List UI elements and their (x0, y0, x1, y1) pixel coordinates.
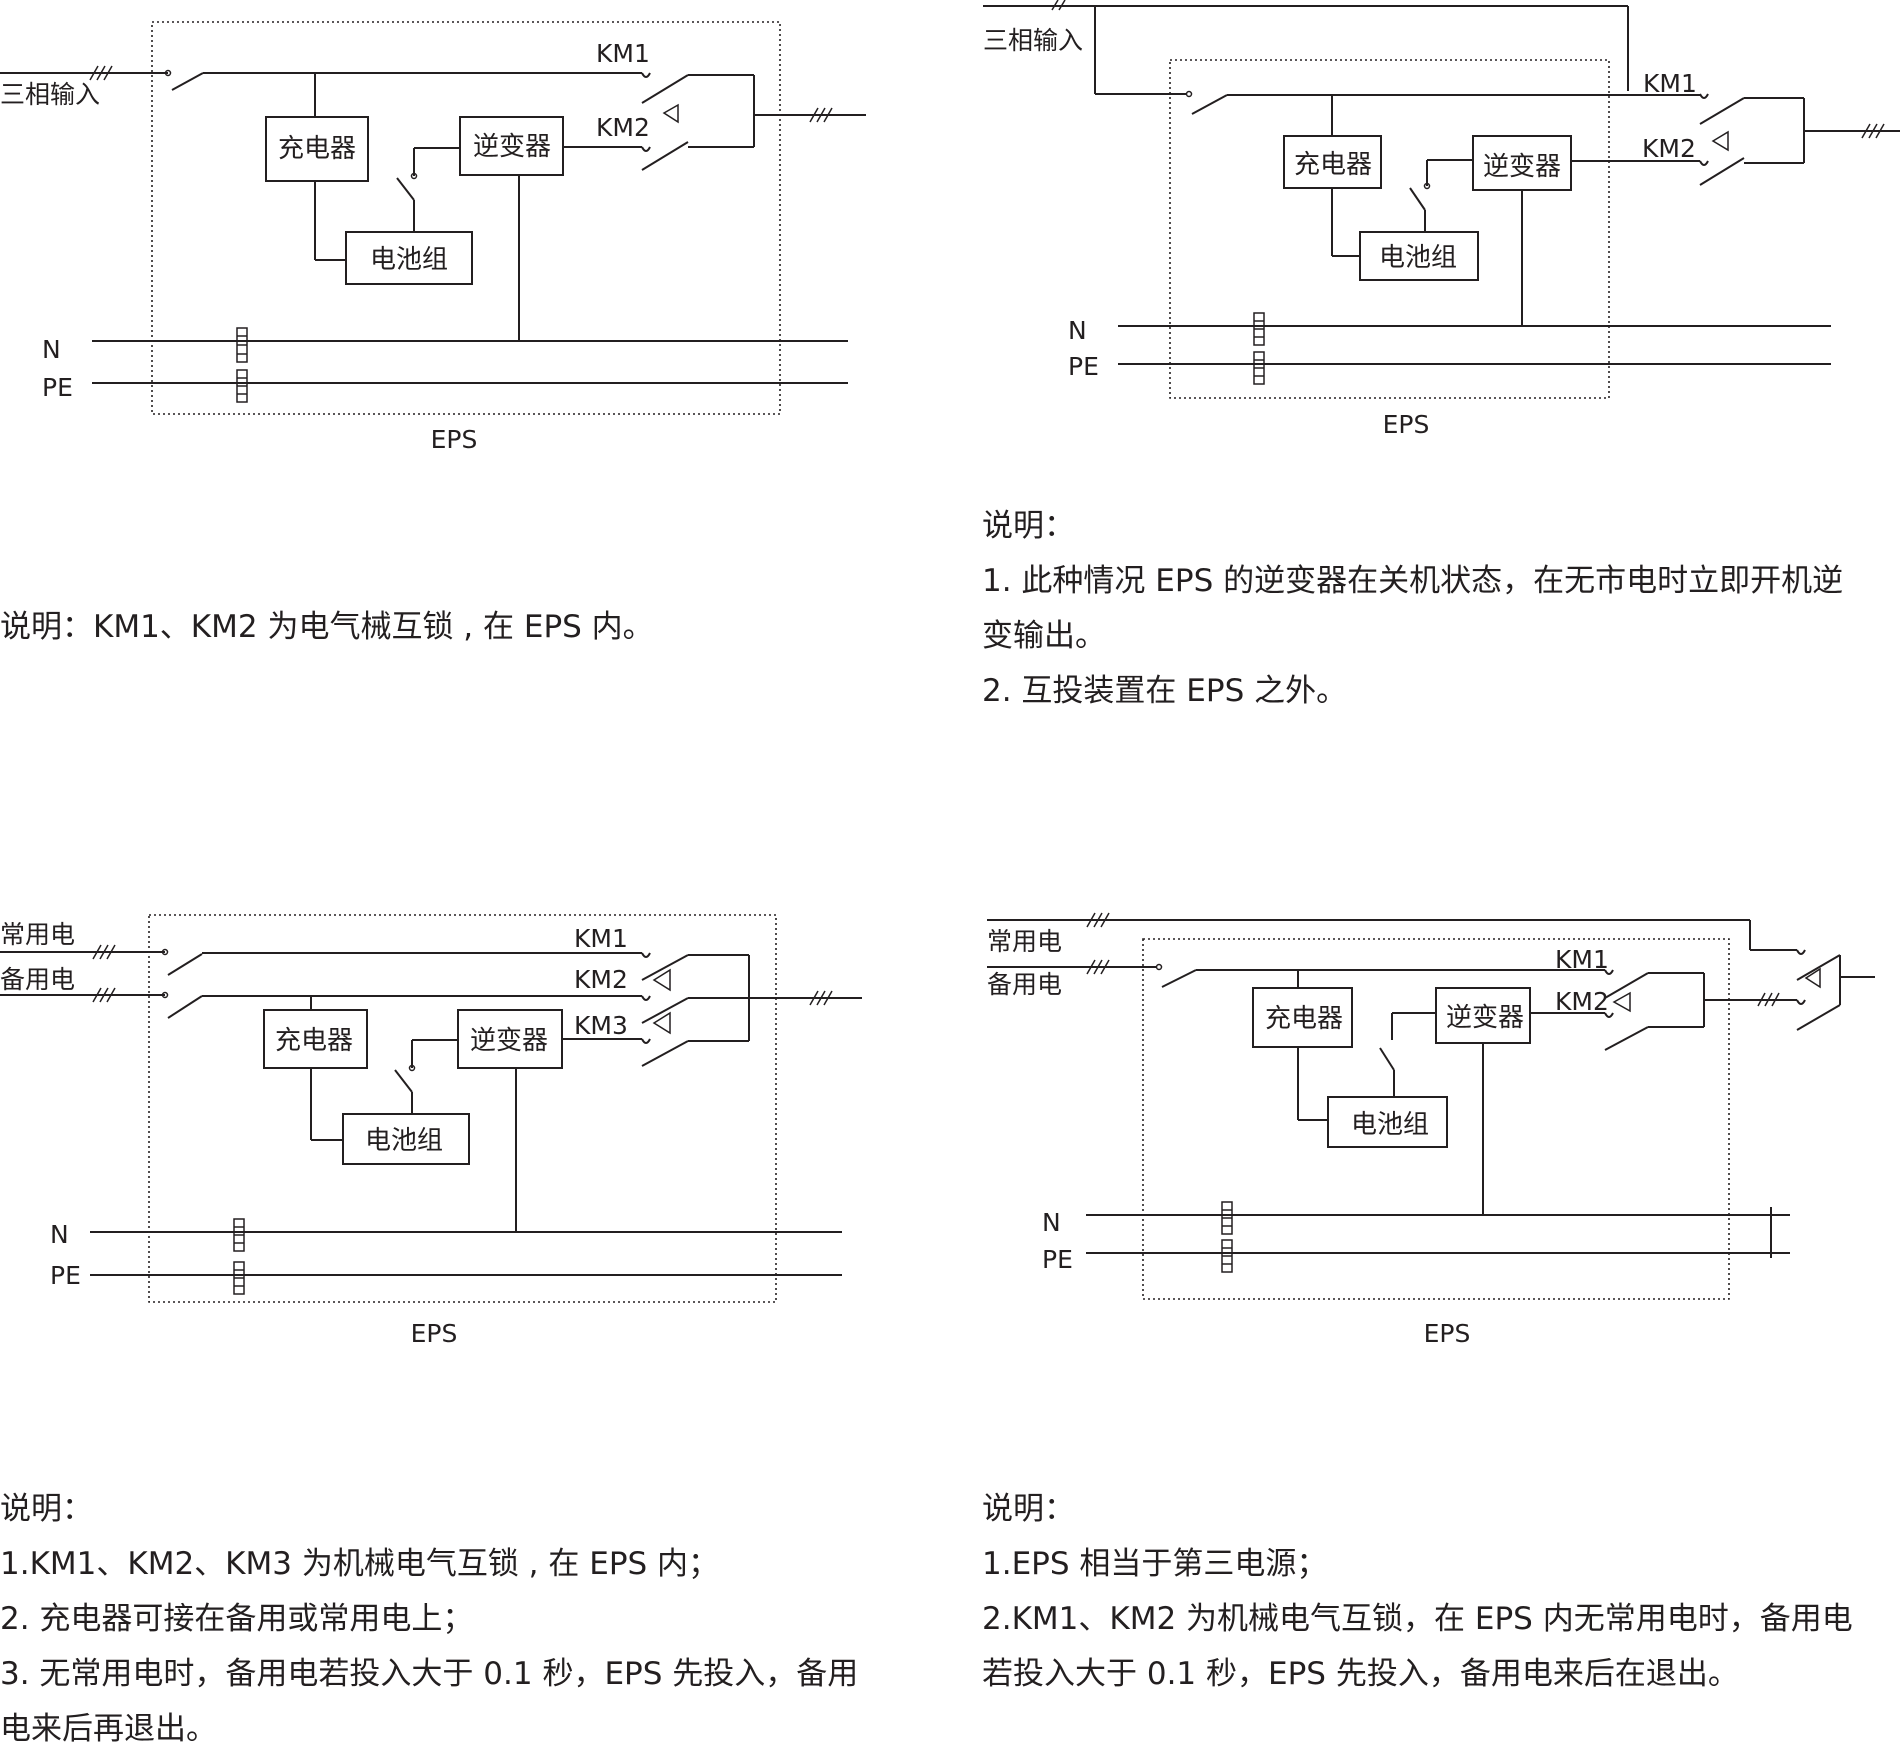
three-phase-mark-icon (1086, 912, 1110, 928)
interlock-icon (1711, 130, 1729, 152)
eps-enclosure (1142, 938, 1730, 1300)
km2-label: KM2 (574, 965, 628, 994)
input-label: 三相输入 (983, 26, 1083, 55)
note-title: 说明： (982, 508, 1075, 544)
note-1: 说明：KM1、KM2 为电气械互锁 , 在 EPS 内。 (0, 600, 654, 655)
eps-label: EPS (1424, 1319, 1471, 1348)
inverter-box (1435, 987, 1531, 1044)
three-phase-mark-icon (1051, 0, 1066, 11)
eps-enclosure (148, 914, 777, 1303)
three-phase-mark-icon (809, 990, 833, 1006)
charger-box (1252, 987, 1353, 1048)
eps-label: EPS (1383, 410, 1430, 439)
note-line: 1. 此种情况 EPS 的逆变器在关机状态，在无市电时立即开机逆 (982, 563, 1844, 599)
km3-label: KM3 (574, 1011, 628, 1040)
battery-label: 电池组 (1351, 1110, 1429, 1140)
charger-label: 充电器 (278, 134, 356, 164)
inverter-label: 逆变器 (1446, 1003, 1524, 1033)
km2-label: KM2 (596, 113, 650, 142)
backup-power-label: 备用电 (987, 970, 1062, 999)
three-phase-mark-icon (1086, 959, 1110, 975)
terminal-icon (236, 327, 248, 403)
terminal-icon (1253, 312, 1265, 385)
note-line: 2. 互投装置在 EPS 之外。 (982, 673, 1348, 709)
charger-box (263, 1009, 368, 1069)
inverter-label: 逆变器 (1483, 152, 1561, 182)
inverter-label: 逆变器 (470, 1026, 548, 1056)
note-line: 3. 无常用电时，备用电若投入大于 0.1 秒，EPS 先投入，备用 (0, 1656, 859, 1692)
three-phase-mark-icon (1861, 123, 1885, 139)
battery-label: 电池组 (365, 1126, 443, 1156)
n-label: N (1068, 316, 1087, 345)
battery-box (342, 1113, 470, 1165)
note-title: 说明： (0, 1491, 93, 1527)
eps-label: EPS (431, 425, 478, 454)
n-label: N (50, 1220, 69, 1249)
note-line: 若投入大于 0.1 秒，EPS 先投入，备用电来后在退出。 (982, 1656, 1739, 1692)
eps-label: EPS (411, 1319, 458, 1348)
normal-power-label: 常用电 (987, 927, 1062, 956)
note-line: 2.KM1、KM2 为机械电气互锁，在 EPS 内无常用电时，备用电 (982, 1601, 1853, 1637)
three-phase-mark-icon (89, 65, 113, 81)
n-label: N (1042, 1208, 1061, 1237)
km1-label: KM1 (574, 924, 628, 953)
km2-label: KM2 (1555, 987, 1609, 1016)
inverter-box (459, 116, 564, 176)
pe-label: PE (42, 373, 73, 402)
note-line: 变输出。 (982, 618, 1106, 654)
km2-label: KM2 (1642, 134, 1696, 163)
note-line: 电来后再退出。 (0, 1711, 217, 1747)
note-line: 1.KM1、KM2、KM3 为机械电气互锁 , 在 EPS 内； (0, 1546, 720, 1582)
battery-box (1327, 1096, 1448, 1148)
charger-box (265, 116, 369, 182)
diagram-4: 常用电 备用电 KM1 KM2 充电器 逆变器 电池组 N PE EPS (987, 912, 1875, 1348)
note-4: 说明： 1.EPS 相当于第三电源； 2.KM1、KM2 为机械电气互锁，在 E… (982, 1482, 1853, 1702)
diagram-3: 常用电 备用电 KM1 KM2 KM3 充电器 逆变器 电池组 N PE EPS (0, 914, 862, 1348)
three-phase-mark-icon (92, 944, 116, 1003)
interlock-icon (652, 1011, 671, 1035)
three-phase-mark-icon (1757, 992, 1780, 1007)
terminal-icon (1221, 1201, 1233, 1273)
backup-power-label: 备用电 (0, 965, 75, 994)
note-3: 说明： 1.KM1、KM2、KM3 为机械电气互锁 , 在 EPS 内； 2. … (0, 1482, 858, 1757)
battery-label: 电池组 (1379, 243, 1457, 273)
pe-label: PE (50, 1261, 81, 1290)
diagram-1: 三相输入 KM1 KM2 充电器 逆变器 电池组 N PE EPS (0, 21, 866, 454)
charger-label: 充电器 (1294, 150, 1372, 180)
interlock-icon (1612, 991, 1631, 1013)
terminal-icon (233, 1218, 245, 1295)
charger-label: 充电器 (1265, 1004, 1343, 1034)
note-2: 说明： 1. 此种情况 EPS 的逆变器在关机状态，在无市电时立即开机逆 变输出… (982, 499, 1843, 719)
inverter-box (457, 1009, 563, 1069)
eps-enclosure (151, 21, 781, 415)
km1-label: KM1 (1643, 69, 1697, 98)
eps-enclosure (1169, 59, 1610, 399)
interlock-icon (1804, 967, 1821, 989)
pe-label: PE (1068, 352, 1099, 381)
note-line: 说明：KM1、KM2 为电气械互锁 , 在 EPS 内。 (0, 609, 654, 645)
inverter-label: 逆变器 (473, 132, 551, 162)
km1-label: KM1 (1555, 945, 1609, 974)
n-label: N (42, 335, 61, 364)
input-label: 三相输入 (0, 80, 100, 109)
charger-box (1283, 135, 1382, 189)
diagram-2: 三相输入 KM1 KM2 充电器 逆变器 电池组 N PE EPS (983, 0, 1900, 439)
battery-label: 电池组 (370, 245, 448, 275)
note-line: 1.EPS 相当于第三电源； (982, 1546, 1328, 1582)
note-title: 说明： (982, 1491, 1075, 1527)
battery-box (1359, 231, 1479, 281)
pe-label: PE (1042, 1245, 1073, 1274)
interlock-icon (652, 968, 671, 992)
three-phase-mark-icon (809, 107, 833, 123)
battery-box (345, 231, 473, 285)
note-line: 2. 充电器可接在备用或常用电上； (0, 1601, 474, 1637)
charger-label: 充电器 (275, 1026, 353, 1056)
interlock-icon (662, 103, 679, 124)
km1-label: KM1 (596, 39, 650, 68)
normal-power-label: 常用电 (0, 920, 75, 949)
